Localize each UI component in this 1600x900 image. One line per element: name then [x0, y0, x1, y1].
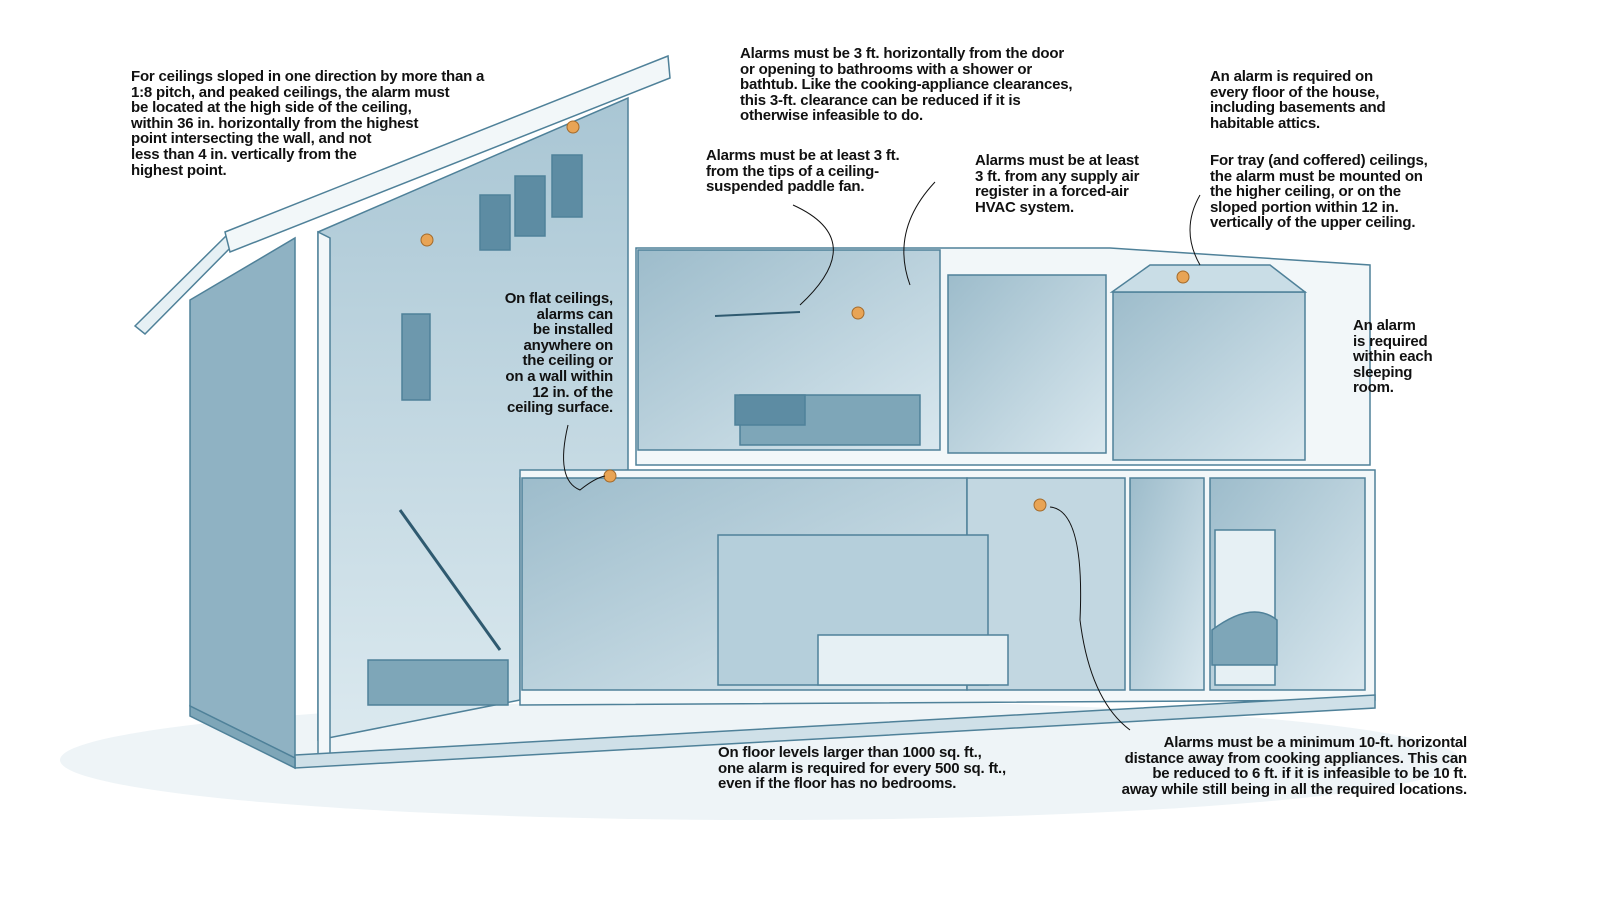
note-cooking: Alarms must be a minimum 10-ft. horizont… — [1121, 734, 1468, 798]
smoke-alarm-icon — [1033, 498, 1047, 512]
smoke-alarm-icon — [566, 120, 580, 134]
leader-lines — [563, 181, 1201, 731]
sloped-roof — [224, 54, 671, 254]
note-bathroom-door: Alarms must be 3 ft. horizontally from t… — [740, 45, 1073, 125]
note-every-floor: An alarm is required on every floor of t… — [1210, 68, 1386, 132]
smoke-alarm-icon — [1176, 270, 1190, 284]
house-structure — [60, 54, 1460, 820]
note-floor-area: On floor levels larger than 1000 sq. ft.… — [718, 744, 1006, 793]
note-flat-ceiling: On flat ceilings, alarms can be installe… — [504, 290, 613, 417]
smoke-alarm-icon — [603, 469, 617, 483]
note-sleeping-room: An alarm is required within each sleepin… — [1353, 317, 1433, 397]
note-hvac: Alarms must be at least 3 ft. from any s… — [975, 152, 1140, 216]
note-sloped-ceiling: For ceilings sloped in one direction by … — [131, 68, 485, 179]
bathroom — [947, 274, 1107, 454]
left-facade — [189, 236, 296, 760]
master-bedroom — [1112, 291, 1306, 461]
smoke-alarms — [420, 120, 1190, 512]
note-tray-ceiling: For tray (and coffered) ceilings, the al… — [1210, 152, 1428, 232]
smoke-alarm-icon — [420, 233, 434, 247]
smoke-alarm-icon — [851, 306, 865, 320]
note-paddle-fan: Alarms must be at least 3 ft. from the t… — [706, 147, 900, 196]
utility-room — [1129, 477, 1205, 691]
